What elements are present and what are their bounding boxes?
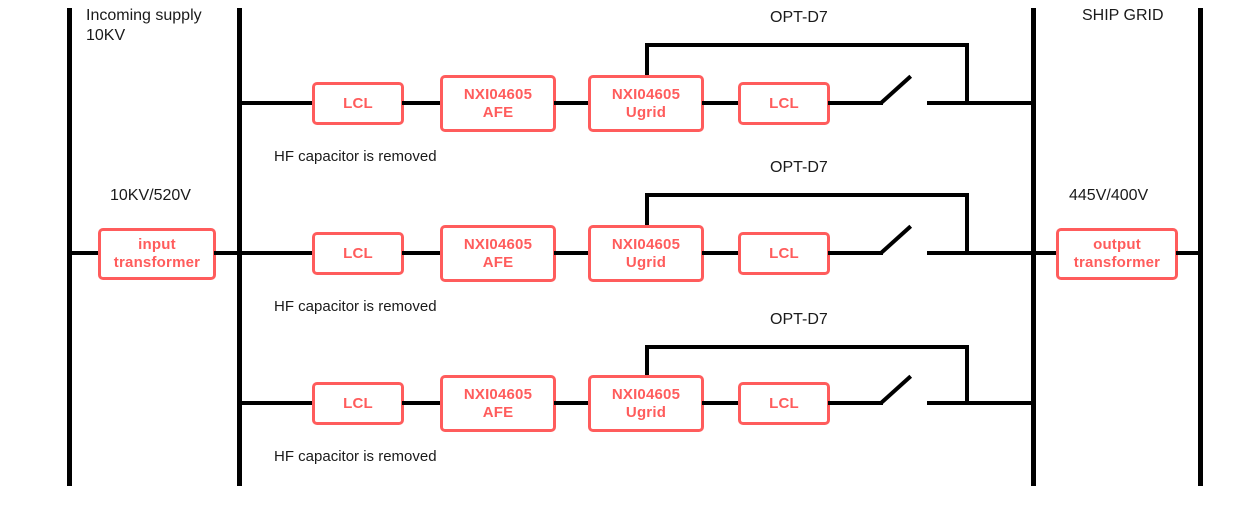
wire-afe-to-ugrid-1	[554, 101, 591, 105]
lcl-input-block-2[interactable]: LCL	[312, 232, 404, 275]
afe-model-label-3: NXI04605	[463, 385, 533, 403]
afe-model-label-1: NXI04605	[463, 85, 533, 103]
opt-d7-dropper-3	[965, 345, 969, 405]
busbar-445v	[1031, 8, 1036, 486]
ugrid-type-label-3: Ugrid	[625, 403, 667, 421]
hf-capacitor-note-2: HF capacitor is removed	[274, 298, 437, 315]
switch-blade-1[interactable]	[879, 74, 913, 105]
wire-lcl-to-afe-3	[402, 401, 443, 405]
input-transformer-line2: transformer	[113, 254, 201, 271]
afe-block-3[interactable]: NXI04605 AFE	[440, 375, 556, 432]
input-transformer-block[interactable]: input transformer	[98, 228, 216, 280]
wire-lcl-to-switch-1	[828, 101, 883, 105]
opt-d7-crossbar-3	[645, 345, 969, 349]
ugrid-type-label-1: Ugrid	[625, 103, 667, 121]
lcl-output-label-3: LCL	[769, 394, 799, 412]
output-transformer-line1: output	[1093, 236, 1141, 254]
ugrid-block-1[interactable]: NXI04605 Ugrid	[588, 75, 704, 132]
ugrid-model-label-3: NXI04605	[611, 385, 681, 403]
opt-d7-crossbar-2	[645, 193, 969, 197]
lcl-input-block-3[interactable]: LCL	[312, 382, 404, 425]
ugrid-block-3[interactable]: NXI04605 Ugrid	[588, 375, 704, 432]
ugrid-type-label-2: Ugrid	[625, 253, 667, 271]
ugrid-model-label-1: NXI04605	[611, 85, 681, 103]
wire-switch-to-bus-1	[927, 101, 1033, 105]
incoming-supply-label: Incoming supply 10KV	[86, 7, 202, 44]
busbar-incoming-10kv	[67, 8, 72, 486]
wire-ugrid-to-lcl-1	[702, 101, 742, 105]
afe-model-label-2: NXI04605	[463, 235, 533, 253]
lcl-input-block-1[interactable]: LCL	[312, 82, 404, 125]
lcl-output-block-2[interactable]: LCL	[738, 232, 830, 275]
wire-switch-to-bus-2	[927, 251, 1033, 255]
lcl-input-label-1: LCL	[343, 94, 373, 112]
switch-blade-3[interactable]	[879, 374, 913, 405]
busbar-ship-grid	[1198, 8, 1203, 486]
wire-lcl-to-afe-1	[402, 101, 443, 105]
wire-lcl-to-switch-3	[828, 401, 883, 405]
afe-type-label-1: AFE	[482, 103, 514, 121]
afe-block-1[interactable]: NXI04605 AFE	[440, 75, 556, 132]
lcl-output-label-2: LCL	[769, 244, 799, 262]
wire-bus-to-lcl-3	[239, 401, 316, 405]
wire-lcl-to-afe-2	[402, 251, 443, 255]
lcl-output-block-1[interactable]: LCL	[738, 82, 830, 125]
opt-d7-riser-2	[645, 193, 649, 231]
ship-grid-label: SHIP GRID	[1082, 7, 1164, 24]
opt-d7-label-3: OPT-D7	[770, 311, 828, 328]
output-transformer-rating-label: 445V/400V	[1069, 187, 1149, 204]
wire-ugrid-to-lcl-2	[702, 251, 742, 255]
hf-capacitor-note-3: HF capacitor is removed	[274, 448, 437, 465]
input-transformer-line1: input	[138, 236, 176, 254]
wire-lcl-to-switch-2	[828, 251, 883, 255]
switch-blade-2[interactable]	[879, 224, 913, 255]
afe-type-label-3: AFE	[482, 403, 514, 421]
wire-bus-to-lcl-2	[239, 251, 316, 255]
wire-bus-to-lcl-1	[239, 101, 316, 105]
wire-ugrid-to-lcl-3	[702, 401, 742, 405]
opt-d7-riser-3	[645, 345, 649, 383]
wire-input-transformer-to-520v-bus	[214, 251, 241, 255]
opt-d7-crossbar-1	[645, 43, 969, 47]
opt-d7-dropper-1	[965, 43, 969, 105]
wire-afe-to-ugrid-3	[554, 401, 591, 405]
opt-d7-riser-1	[645, 43, 649, 81]
opt-d7-label-1: OPT-D7	[770, 9, 828, 26]
opt-d7-dropper-2	[965, 193, 969, 255]
ugrid-block-2[interactable]: NXI04605 Ugrid	[588, 225, 704, 282]
lcl-input-label-2: LCL	[343, 244, 373, 262]
output-transformer-line2: transformer	[1073, 254, 1161, 271]
wire-switch-to-bus-3	[927, 401, 1033, 405]
wire-incoming-to-input-transformer	[69, 251, 102, 255]
input-transformer-rating-label: 10KV/520V	[110, 187, 191, 204]
wire-afe-to-ugrid-2	[554, 251, 591, 255]
afe-block-2[interactable]: NXI04605 AFE	[440, 225, 556, 282]
lcl-input-label-3: LCL	[343, 394, 373, 412]
afe-type-label-2: AFE	[482, 253, 514, 271]
opt-d7-label-2: OPT-D7	[770, 159, 828, 176]
busbar-520v	[237, 8, 242, 486]
output-transformer-block[interactable]: output transformer	[1056, 228, 1178, 280]
lcl-output-label-1: LCL	[769, 94, 799, 112]
wire-445v-bus-to-output-transformer	[1033, 251, 1060, 255]
ugrid-model-label-2: NXI04605	[611, 235, 681, 253]
hf-capacitor-note-1: HF capacitor is removed	[274, 148, 437, 165]
wire-output-transformer-to-ship-grid	[1176, 251, 1202, 255]
lcl-output-block-3[interactable]: LCL	[738, 382, 830, 425]
